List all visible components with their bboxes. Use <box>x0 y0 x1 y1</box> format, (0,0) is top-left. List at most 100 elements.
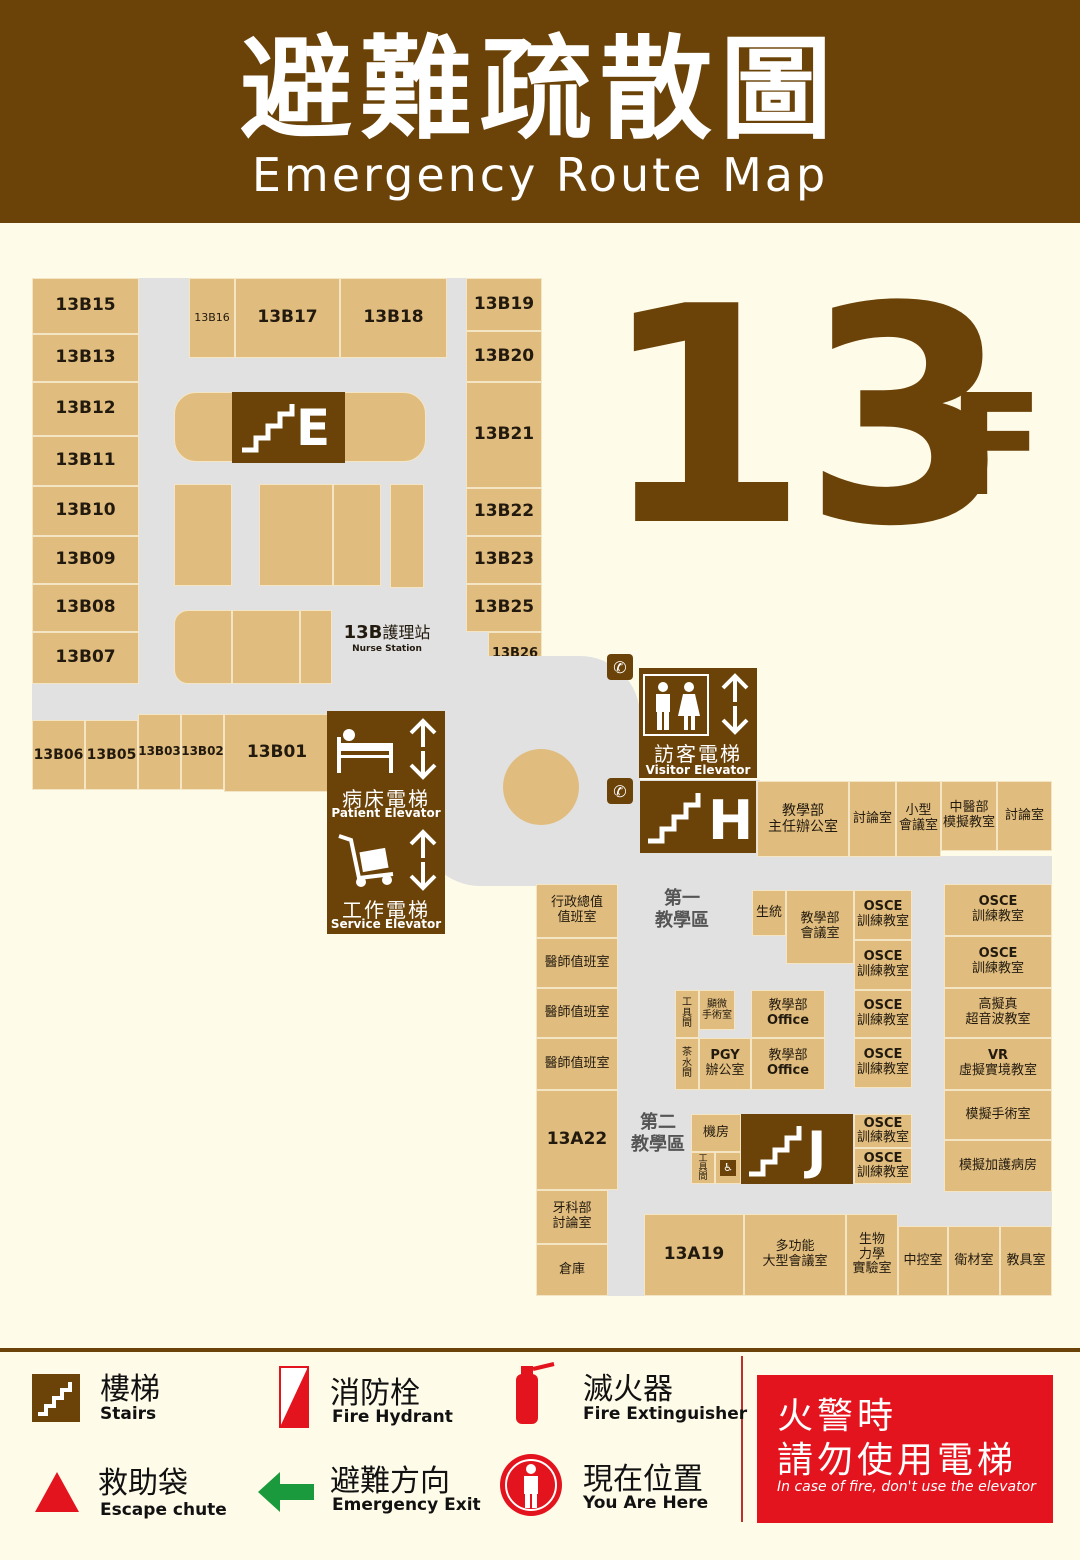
floor-suffix: F <box>948 365 1044 528</box>
room-teaching-aids: 教具室 <box>1000 1226 1052 1296</box>
fire-warning-box: 火警時 請勿使用電梯 In case of fire, don't use th… <box>757 1375 1053 1523</box>
room-label: 訓練教室 <box>856 1013 909 1028</box>
room-cm-sim: 中醫部模擬教室 <box>941 781 997 851</box>
room-13b15: 13B15 <box>32 278 139 334</box>
room-label: Office <box>766 1013 810 1028</box>
room-label: 工具間 <box>682 997 692 1030</box>
room-dental-discussion: 牙科部討論室 <box>536 1190 608 1244</box>
bed-icon <box>337 729 393 773</box>
room-13b19: 13B19 <box>466 278 542 331</box>
room-13b07: 13B07 <box>32 632 139 684</box>
room-tool-2: 工具間 <box>691 1152 715 1184</box>
room-label: 工具間 <box>698 1153 708 1182</box>
fire-hydrant-icon <box>279 1366 309 1428</box>
zone-label: 第一 <box>664 888 700 909</box>
room-label: 模擬教室 <box>942 815 995 830</box>
room-label: 訓練教室 <box>856 1165 909 1180</box>
service-elevator-sign: 工作電梯 Service Elevator <box>327 822 445 934</box>
room-label: 顯微 <box>707 998 727 1010</box>
room-label: 值班室 <box>557 910 597 925</box>
room-label: OSCE <box>863 1047 903 1063</box>
title-chinese: 避難疏散圖 <box>240 25 840 155</box>
phone-icon: ✆ <box>607 778 633 804</box>
room-label: 力學 <box>858 1246 885 1262</box>
wheelchair-toilet: ♿ <box>715 1152 741 1184</box>
inner-block-south-c <box>300 610 332 684</box>
room-label: 虛擬實境教室 <box>958 1063 1037 1078</box>
room-discussion-2: 討論室 <box>997 781 1052 851</box>
visitor-elevator-zh: 訪客電梯 <box>654 742 742 766</box>
zone-first-teaching: 第一教學區 <box>640 888 724 931</box>
room-label: 訓練教室 <box>856 1130 909 1145</box>
room-storage: 倉庫 <box>536 1244 608 1296</box>
inner-block-west <box>174 484 232 586</box>
legend-here-en: You Are Here <box>583 1493 709 1513</box>
elevator-arrow-icon <box>409 829 437 891</box>
stairs-icon <box>242 404 295 453</box>
room-multi-function: 多功能大型會議室 <box>744 1214 846 1296</box>
you-are-here-icon <box>500 1454 562 1516</box>
room-13b21: 13B21 <box>466 382 542 488</box>
room-edu-meeting: 教學部會議室 <box>786 890 854 964</box>
stairs-icon <box>38 1382 72 1416</box>
header-banner: 避難疏散圖 Emergency Route Map <box>0 0 1080 223</box>
room-small-meeting: 小型會議室 <box>896 781 941 857</box>
legend-chute-zh: 救助袋 <box>98 1466 188 1501</box>
room-label: 教學部 <box>768 1048 808 1064</box>
room-13b10: 13B10 <box>32 486 139 536</box>
room-13a19: 13A19 <box>644 1214 744 1296</box>
room-label: 會議室 <box>898 818 938 833</box>
nurse-station-en: Nurse Station <box>352 644 422 654</box>
room-ultrasound: 高擬真超音波教室 <box>944 988 1052 1038</box>
room-label: OSCE <box>863 998 903 1014</box>
legend-hydrant-en: Fire Hydrant <box>332 1407 453 1427</box>
legend-hydrant-zh: 消防栓 <box>330 1376 420 1411</box>
room-label: 訓練教室 <box>856 914 909 929</box>
room-13b08: 13B08 <box>32 584 139 632</box>
room-label: 超音波教室 <box>965 1012 1031 1027</box>
room-label: 教學部 <box>800 911 840 927</box>
room-label: 中醫部 <box>949 800 989 816</box>
stairs-h-sign: H <box>640 781 756 853</box>
zone-label: 教學區 <box>631 1133 685 1155</box>
legend-stairs-en: Stairs <box>100 1404 157 1424</box>
room-13b01: 13B01 <box>224 714 330 792</box>
room-label: OSCE <box>863 949 903 965</box>
room-13a22: 13A22 <box>536 1090 618 1190</box>
nurse-station-code: 13B <box>343 622 383 643</box>
room-label: 多功能 <box>775 1239 815 1255</box>
stairs-icon <box>648 793 701 844</box>
legend-vertical-divider <box>741 1356 743 1522</box>
room-label: 會議室 <box>800 926 840 941</box>
room-13b09: 13B09 <box>32 536 139 584</box>
inner-block-center-b <box>333 484 381 586</box>
nurse-station-label: 13B護理站 Nurse Station <box>336 622 438 654</box>
patient-elevator-sign: 病床電梯 Patient Elevator <box>327 711 445 822</box>
room-biostat: 生統 <box>752 890 786 936</box>
room-13b22: 13B22 <box>466 488 542 536</box>
room-label: VR <box>987 1048 1009 1064</box>
room-13b11: 13B11 <box>32 436 139 486</box>
room-13b06: 13B06 <box>32 720 85 790</box>
floor-number: 13 <box>600 243 1011 592</box>
room-13b18: 13B18 <box>340 278 447 358</box>
patient-elevator-zh: 病床電梯 <box>342 787 430 811</box>
room-13b17: 13B17 <box>235 278 340 358</box>
stairs-j-letter: J <box>807 1121 827 1181</box>
warning-line1: 火警時 <box>777 1396 898 1437</box>
room-13b16: 13B16 <box>189 278 235 358</box>
room-label: 教學部 <box>782 802 824 819</box>
legend-exit-en: Emergency Exit <box>332 1495 481 1515</box>
fire-extinguisher-icon <box>516 1362 555 1424</box>
room-13b03: 13B03 <box>138 714 181 790</box>
room-label: OSCE <box>978 894 1018 910</box>
wheelchair-icon: ♿ <box>720 1160 736 1176</box>
